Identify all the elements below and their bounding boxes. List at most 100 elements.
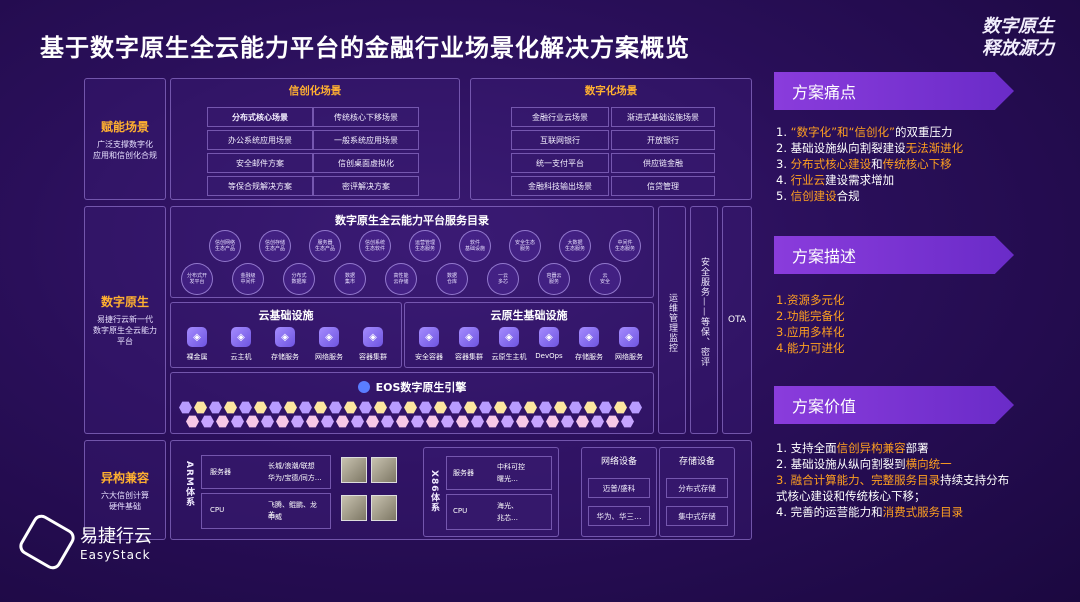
arm-label: ARM体系 [184,461,194,507]
engine-hex [584,401,597,414]
catalog-service-icon: 分布式数据库 [283,263,315,295]
service-icon: ◈ [499,327,519,347]
catalog-service-icon: 数据集市 [334,263,366,295]
yigou-heading: 异构兼容 [100,470,149,485]
engine-hex [261,415,274,428]
eos-panel: EOS数字原生引擎 [170,372,654,434]
service-icon: ◈ [579,327,599,347]
engine-hex [531,415,544,428]
engine-hex [434,401,447,414]
shuzi-title: 数字化场景 [584,85,638,97]
catalog-service-icon: 中间件生态服务 [609,230,641,262]
service-icon: ◈ [319,327,339,347]
fuzhi-label: 赋能场景 广泛支撑数字化 应用和信创化合规 [84,78,166,200]
x86-cpu-box: CPU 海光、 兆芯… [446,494,552,530]
engine-hex [479,401,492,414]
storage-box: 存储设备 分布式存储 集中式存储 [659,447,735,537]
arm-server-box: 服务器 长城/浪潮/联想 华为/宝德/同方… [201,455,331,489]
shuzi-item: 互联网银行 [511,130,609,150]
yigou-label: 异构兼容 六大信创计算 硬件基础 [84,440,166,540]
engine-hex [231,415,244,428]
x86-label: X86体系 [429,470,439,513]
desc-item: 3.应用多样化 [776,325,845,339]
service-label: 容器集群 [455,353,483,361]
catalog-service-icon: 安全生态服务 [509,230,541,262]
catalog-service-icon: 信创网络生态产品 [209,230,241,262]
slogan-line-1: 数字原生 [982,16,1054,37]
list-item: 1. 支持全面信创异构兼容部署 [776,441,929,455]
desc-item: 1.资源多元化 [776,293,845,307]
engine-hex [486,415,499,428]
service-icon: ◈ [459,327,479,347]
service-icon: ◈ [419,327,439,347]
pain-title: 方案痛点 [792,83,857,102]
engine-hex [291,415,304,428]
service-icon: ◈ [275,327,295,347]
xinchuang-item: 办公系统应用场景 [207,130,313,150]
shuzi-item: 开放银行 [611,130,715,150]
network-item: 华为、华三… [588,506,650,526]
engine-hex [501,415,514,428]
list-item: 4. 行业云建设需求增加 [776,173,895,187]
ota-column: OTA [722,206,752,434]
network-box: 网络设备 迈普/盛科 华为、华三… [581,447,657,537]
shuzi-item: 统一支付平台 [511,153,609,173]
engine-hex [561,415,574,428]
x86-server-val-1: 中科可控 [497,463,525,471]
chip-icon [341,457,367,483]
chip-icon [341,495,367,521]
engine-hex [464,401,477,414]
desc-item: 4.能力可进化 [776,341,845,355]
list-item: 4. 完善的运营能力和消费式服务目录 [776,505,964,519]
engine-hex [209,401,222,414]
engine-hex [359,401,372,414]
desc-item: 2.功能完备化 [776,309,845,323]
catalog-title: 数字原生全云能力平台服务目录 [335,214,489,227]
service-label: 容器集群 [359,353,387,361]
list-item: 3. 融合计算能力、完整服务目录持续支持分布 [776,473,1010,487]
service-label: 裸金属 [186,353,208,361]
x86-box: X86体系 服务器 中科可控 曙光… CPU 海光、 兆芯… [423,447,559,537]
engine-hex [246,415,259,428]
ops-label: 运维管理监控 [667,293,677,353]
arm-cpu-val-2: 申威 [268,513,282,521]
hardware-panel: ARM体系 服务器 长城/浪潮/联想 华为/宝德/同方… CPU 飞腾、鲲鹏、龙… [170,440,752,540]
shuzi-item: 信贷管理 [611,176,715,196]
x86-cpu-val-1: 海光、 [497,502,518,510]
xinchuang-item: 信创桌面虚拟化 [313,153,419,173]
xinchuang-item: 等保合规解决方案 [207,176,313,196]
service-label: 存储服务 [271,353,299,361]
engine-hex [471,415,484,428]
engine-hex [299,401,312,414]
x86-server-box: 服务器 中科可控 曙光… [446,456,552,490]
engine-hex [179,401,192,414]
engine-hex [351,415,364,428]
service-label: 安全容器 [415,353,443,361]
engine-hex [554,401,567,414]
engine-hex [599,401,612,414]
infra-service: ◈ 云原生主机 [487,327,531,362]
service-icon: ◈ [363,327,383,347]
network-title: 网络设备 [600,457,637,467]
catalog-service-icon: 容器云服务 [538,263,570,295]
service-label: 网络服务 [315,353,343,361]
infra-service: ◈云主机 [219,327,263,362]
catalog-service-icon: 运营管理生态服务 [409,230,441,262]
engine-hex [404,401,417,414]
service-label: 云原生主机 [491,353,527,361]
catalog-service-icon: 服务器生态产品 [309,230,341,262]
shuzi-item: 金融科技输出场景 [511,176,609,196]
infra-service: ◈ 存储服务 [263,327,307,362]
arm-cpu-val-1: 飞腾、鲲鹏、龙芯、 [268,501,317,519]
list-item: 1. “数字化”和“信创化”的双重压力 [776,125,953,139]
engine-hex [239,401,252,414]
engine-hex [254,401,267,414]
engine-hex [269,401,282,414]
engine-hex [216,415,229,428]
xinchuang-item: 安全邮件方案 [207,153,313,173]
easystack-logo: 易捷行云 EasyStack [16,511,152,573]
infra-service: ◈网络服务 [607,327,651,362]
catalog-panel: 数字原生全云能力平台服务目录 信创网络生态产品信创存储生态产品服务器生态产品信创… [170,206,654,298]
catalog-service-icon: 高性能云存储 [385,263,417,295]
infra-service: ◈ 容器集群 [447,327,491,362]
